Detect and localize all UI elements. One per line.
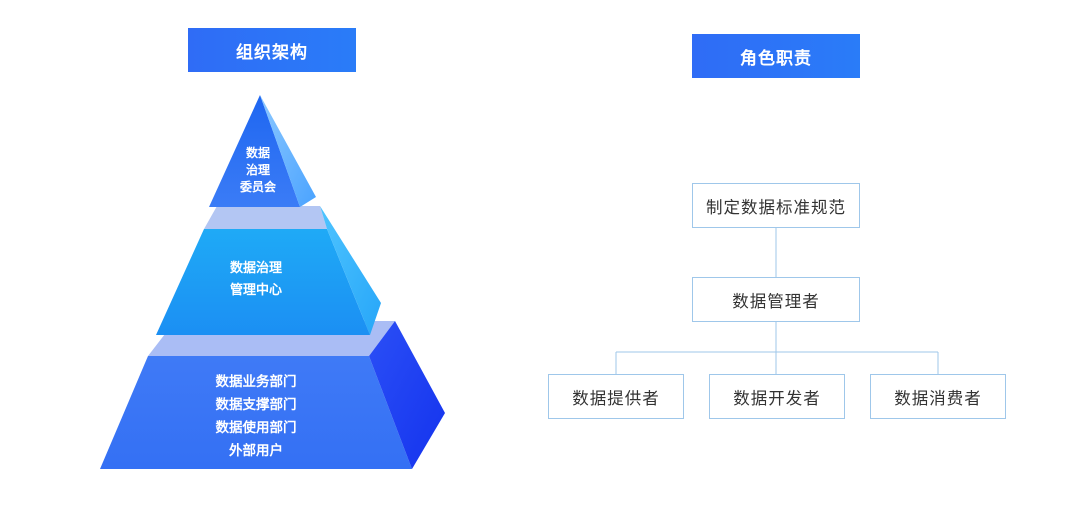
tier1-line: 数据 [245, 146, 270, 160]
node-label: 数据开发者 [733, 388, 821, 408]
node-data-provider: 数据提供者 [548, 374, 684, 419]
node-data-consumer: 数据消费者 [870, 374, 1006, 419]
tier3-line: 数据使用部门 [215, 420, 297, 436]
tier2-line: 管理中心 [229, 283, 282, 298]
node-label: 数据提供者 [572, 388, 660, 408]
tier3-front-face [100, 356, 412, 469]
tier1-front-face [209, 95, 300, 207]
tier1-label: 数据 治理 委员会 [216, 145, 300, 196]
role-responsibilities-title: 角色职责 [740, 48, 812, 69]
tier2-top-face [204, 206, 327, 229]
tier3-side-face [369, 321, 445, 469]
node-label: 数据消费者 [894, 388, 982, 408]
tier2-front-face [156, 229, 370, 335]
tier3-label: 数据业务部门 数据支撑部门 数据使用部门 外部用户 [176, 371, 336, 463]
tier2-side-face [320, 206, 381, 335]
node-data-developer: 数据开发者 [709, 374, 845, 419]
org-structure-title: 组织架构 [236, 42, 308, 63]
node-label: 数据管理者 [732, 291, 820, 311]
node-define-standards: 制定数据标准规范 [692, 183, 860, 228]
tier3-line: 数据业务部门 [215, 374, 297, 390]
node-data-manager: 数据管理者 [692, 277, 860, 322]
tier2-line: 数据治理 [229, 261, 282, 276]
node-label: 制定数据标准规范 [706, 197, 846, 217]
org-structure-header: 组织架构 [188, 28, 356, 72]
tier3-line: 数据支撑部门 [215, 397, 297, 413]
tier1-side-face [260, 95, 316, 207]
role-responsibilities-header: 角色职责 [692, 34, 860, 78]
tier2-label: 数据治理 管理中心 [186, 258, 326, 302]
tier1-line: 委员会 [239, 180, 276, 194]
tier3-line: 外部用户 [229, 443, 283, 459]
tier1-line: 治理 [245, 163, 270, 177]
